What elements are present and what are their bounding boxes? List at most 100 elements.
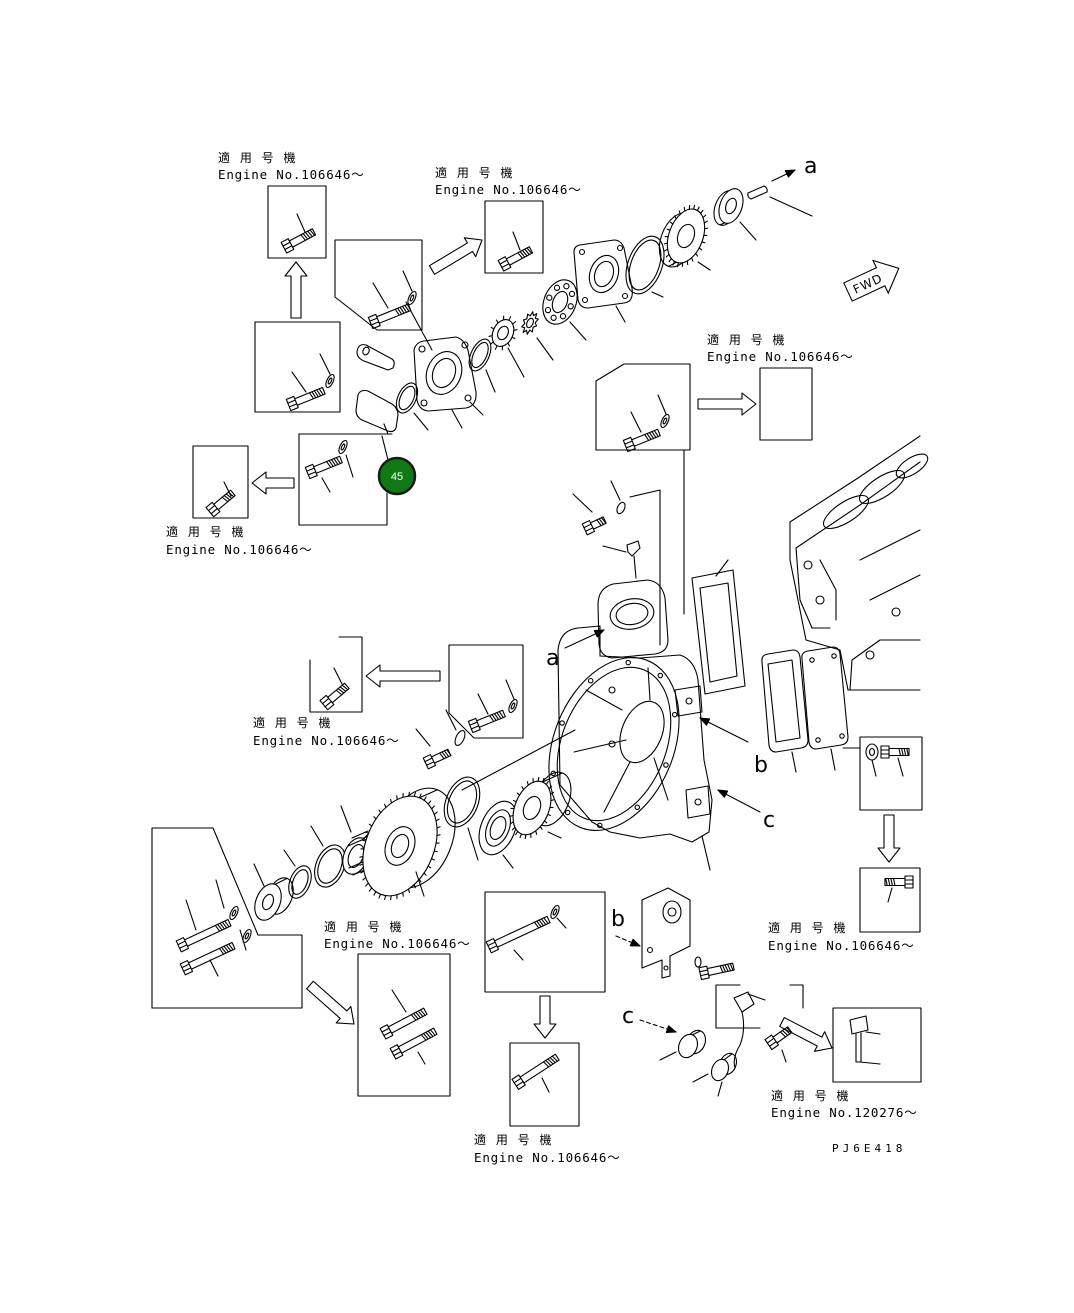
view-reference-a: a (804, 154, 817, 179)
bolt-thread (308, 388, 324, 400)
leader-line (417, 1051, 426, 1065)
cover-bore-inner (593, 260, 615, 288)
bolt-thread (214, 920, 230, 932)
bolt (622, 428, 661, 453)
block-bolt-hole (803, 560, 813, 570)
callout-marker[interactable] (377, 456, 417, 496)
bolt-head-facet (469, 721, 480, 730)
bolt-shaft (519, 1053, 560, 1084)
bearing-ball (553, 284, 561, 291)
applicability-box (192, 445, 249, 519)
engine-block-edge (789, 435, 921, 523)
leader-line (887, 887, 893, 903)
callout-number[interactable]: 45 (391, 471, 403, 483)
inspection-cover (801, 646, 849, 750)
bolt-head-facet (583, 523, 594, 532)
callout-box (595, 363, 691, 451)
leader-line (692, 1073, 709, 1083)
washer-hole (327, 377, 333, 385)
boss-bore-inner (615, 602, 649, 626)
leader-line (547, 831, 562, 839)
leader-line (485, 369, 496, 393)
engine-serial-range: Engine No.120276～ (771, 1105, 918, 1120)
engine-serial-range: Engine No.106646～ (166, 542, 313, 557)
leader-line (340, 805, 352, 833)
bolt-shaft (493, 915, 551, 948)
washer (454, 730, 466, 746)
callout-box (715, 984, 804, 1029)
engine-block-edge (849, 639, 921, 691)
cylinder-bore (858, 469, 906, 505)
callout-box (254, 321, 341, 413)
leader-line (310, 825, 324, 847)
bracket-boss (662, 900, 682, 924)
block-bolt-hole (815, 595, 825, 605)
mounting-hole (646, 946, 654, 954)
bolt-shaft (327, 682, 350, 704)
applicability-box (309, 636, 363, 713)
housing-gasket (691, 569, 746, 695)
block-bolt-hole (865, 650, 875, 660)
o-ring (625, 235, 665, 295)
bolt (379, 1007, 428, 1040)
engine-serial-range: Engine No.106646～ (324, 936, 471, 951)
applicability-box (832, 1007, 922, 1083)
leader-line (467, 827, 479, 861)
housing-rib (603, 761, 631, 813)
applicability-label: 適 用 号 機 (474, 1132, 554, 1147)
pointer-arrow-icon (697, 392, 757, 416)
leader-line (445, 709, 457, 731)
mounting-hole (831, 653, 837, 659)
o-ring (616, 501, 626, 515)
pointer-arrow-icon (877, 814, 901, 863)
leader-line (659, 1051, 677, 1061)
pointer-arrow-icon (533, 995, 557, 1039)
o-ring-inner (471, 341, 489, 369)
engine-block-edge (789, 521, 921, 691)
mounting-hole (839, 733, 845, 739)
applicability-label: 適 用 号 機 (324, 919, 404, 934)
leader-line (657, 394, 667, 415)
leader-line (415, 871, 425, 897)
flywheel-housing (557, 625, 713, 843)
hub-bore (261, 893, 275, 911)
engine-block-edge (795, 461, 921, 549)
leader-line (791, 751, 797, 773)
housing-bolt-hole (559, 720, 565, 726)
leader-line (319, 353, 331, 375)
o-ring-inner (628, 239, 662, 291)
crank-opening (619, 700, 665, 764)
leader-line (512, 231, 521, 251)
bolt-head-facet (699, 969, 709, 977)
bolt-head-facet (904, 879, 914, 885)
part-callout-45[interactable]: 45 (377, 456, 417, 496)
washer-hole (231, 909, 237, 917)
bolt (304, 455, 343, 480)
leader-line (859, 1061, 881, 1065)
bolt-thread (218, 943, 234, 955)
housing-bolt-hole (625, 659, 631, 666)
bolt (367, 303, 412, 330)
lock-nut-hole (497, 325, 509, 341)
boss-bore (609, 598, 655, 630)
bearing-ball (568, 290, 576, 298)
bolt-thread (420, 1029, 436, 1041)
washer (229, 905, 239, 921)
applicability-box (859, 867, 921, 933)
bolt-head (764, 1034, 779, 1051)
washer-hole (662, 417, 668, 425)
bolt-head-facet (306, 467, 317, 476)
cover-bore (588, 254, 620, 294)
washer (325, 373, 335, 389)
gear-teeth (509, 776, 555, 840)
pointer-arrow-icon (779, 1017, 833, 1052)
bolt-thread (543, 1055, 558, 1068)
bolt (205, 489, 236, 518)
mounting-hole (464, 394, 472, 402)
applicability-label: 適 用 号 機 (166, 524, 246, 539)
bolt-thread (335, 684, 349, 696)
o-ring (468, 338, 492, 372)
leader-line (451, 409, 463, 429)
leader-line (715, 559, 729, 577)
housing-bolt-hole (634, 804, 641, 811)
